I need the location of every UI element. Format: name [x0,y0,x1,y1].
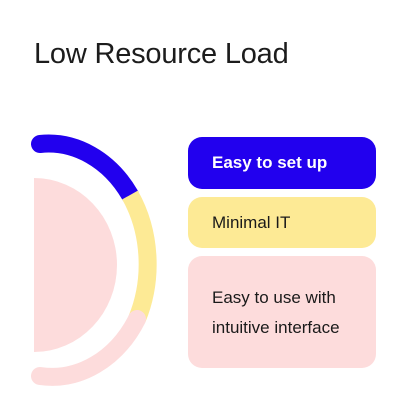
filled-half-disc [34,178,117,352]
card-label: Easy to set up [212,153,328,172]
card-label: Easy to use with intuitive interface [212,288,340,337]
arc-segment-pink [31,310,146,386]
page-title: Low Resource Load [34,38,289,70]
arc-segment-blue [31,134,139,204]
card-minimal-it: Minimal IT [188,197,376,248]
card-label: Minimal IT [212,212,291,232]
card-easy-setup: Easy to set up [188,137,376,189]
card-easy-to-use: Easy to use with intuitive interface [188,256,376,368]
arc-segment-yellow [122,190,157,323]
